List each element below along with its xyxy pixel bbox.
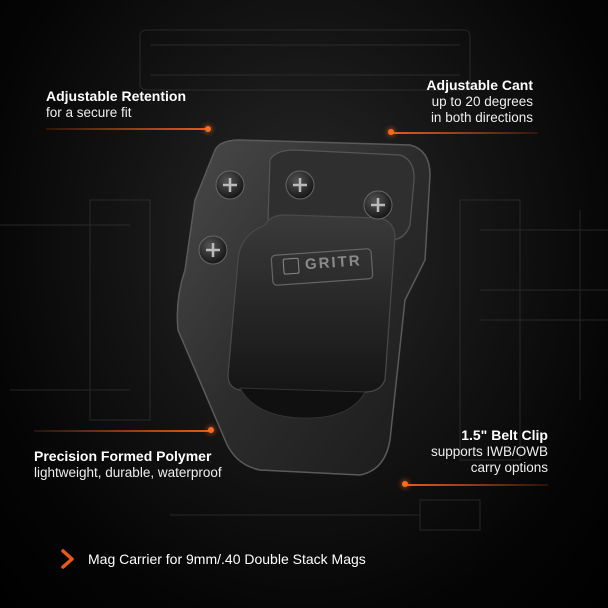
callout-adjustable-retention: Adjustable Retention for a secure fit bbox=[46, 88, 186, 121]
footer-tagline: Mag Carrier for 9mm/.40 Double Stack Mag… bbox=[58, 548, 366, 570]
callout-adjustable-cant: Adjustable Cant up to 20 degrees in both… bbox=[426, 77, 533, 126]
callout-title: Precision Formed Polymer bbox=[34, 448, 212, 464]
callout-subtitle: for a secure fit bbox=[46, 104, 132, 120]
callout-leader-line bbox=[406, 484, 548, 486]
callout-subtitle-line-1: up to 20 degrees bbox=[431, 93, 533, 109]
callout-subtitle: lightweight, durable, waterproof bbox=[34, 464, 222, 480]
callout-leader-line bbox=[392, 132, 538, 134]
callout-subtitle-line-2: carry options bbox=[470, 459, 548, 475]
callout-dot bbox=[388, 129, 394, 135]
callout-subtitle-line-2: in both directions bbox=[430, 109, 533, 125]
shield-icon bbox=[282, 257, 300, 275]
callout-title: 1.5" Belt Clip bbox=[461, 427, 548, 443]
callout-dot bbox=[205, 126, 211, 132]
callout-title: Adjustable Cant bbox=[426, 77, 533, 93]
retention-screw-icon bbox=[215, 170, 245, 200]
callout-belt-clip: 1.5" Belt Clip supports IWB/OWB carry op… bbox=[431, 427, 548, 476]
callout-subtitle-line-1: supports IWB/OWB bbox=[430, 443, 548, 459]
chevron-right-icon bbox=[61, 549, 74, 569]
callout-dot bbox=[402, 481, 408, 487]
callout-precision-polymer: Precision Formed Polymer lightweight, du… bbox=[34, 448, 222, 481]
callout-title: Adjustable Retention bbox=[46, 88, 187, 104]
callout-dot bbox=[208, 427, 214, 433]
callout-leader-line bbox=[34, 430, 210, 432]
callout-leader-line bbox=[46, 128, 206, 130]
footer-text: Mag Carrier for 9mm/.40 Double Stack Mag… bbox=[88, 551, 366, 567]
